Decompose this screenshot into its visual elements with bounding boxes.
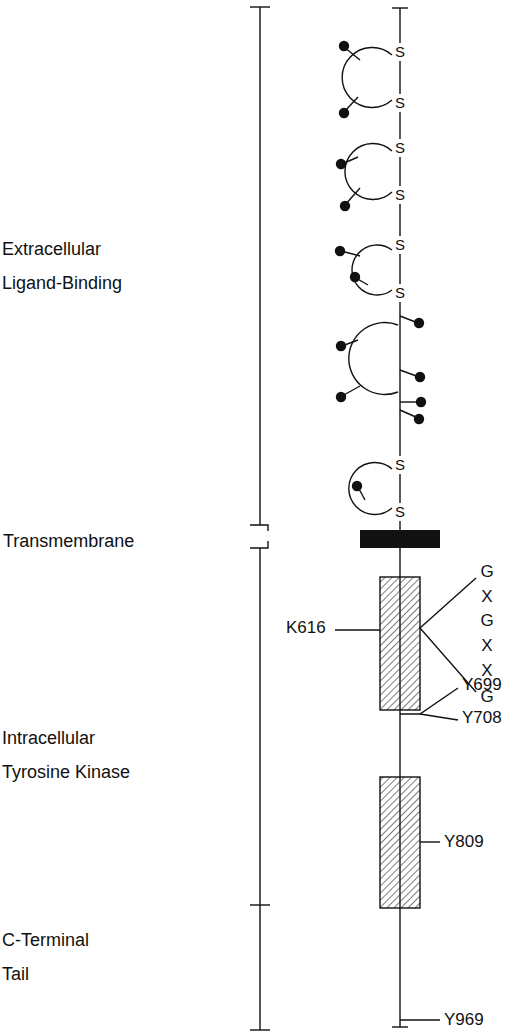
transmembrane-bar (360, 530, 440, 548)
disulfide-label: S (393, 94, 407, 112)
residue-label: Y699 (462, 676, 512, 694)
ig-loop (345, 144, 392, 200)
ig-loop (352, 245, 392, 295)
leader-line (420, 714, 458, 720)
end-tick (392, 7, 408, 8)
leader-line (400, 688, 458, 714)
disulfide-label: S (393, 43, 407, 61)
motif-letter: G (478, 563, 496, 581)
leader-line (420, 841, 440, 842)
leader-lines (335, 578, 476, 1020)
domain-brackets (250, 7, 270, 1030)
leader-line (400, 1019, 440, 1020)
residue-label: Y969 (444, 1011, 494, 1029)
disulfide-label: S (393, 236, 407, 254)
disulfide-label: S (393, 186, 407, 204)
ig-loop (349, 323, 398, 395)
ig-loop (342, 47, 392, 107)
bracket-line (259, 7, 260, 525)
residue-label: Y809 (444, 833, 494, 851)
kinase-domain (380, 777, 420, 908)
domain-label: Extracellular Ligand-Binding (2, 232, 162, 300)
ig-loop (349, 463, 392, 515)
motif-letter: X (478, 588, 496, 606)
kinase-domain (380, 577, 420, 710)
disulfide-label: S (393, 456, 407, 474)
residue-label: Y708 (462, 709, 512, 727)
leader-line (420, 578, 476, 628)
motif-letter: X (478, 637, 496, 655)
residue-label: K616 (286, 619, 336, 637)
disulfide-label: S (393, 503, 407, 521)
glycosylation-sites (336, 42, 426, 501)
domain-label: C-Terminal Tail (2, 923, 102, 991)
leader-line (335, 629, 380, 630)
end-tick (392, 1026, 408, 1027)
bracket-notch (250, 525, 268, 548)
motif-letter: G (478, 612, 496, 630)
disulfide-label: S (393, 139, 407, 157)
disulfide-label: S (393, 284, 407, 302)
domain-label: Intracellular Tyrosine Kinase (2, 721, 162, 789)
bracket-tick (250, 6, 270, 7)
bracket-line (259, 548, 260, 905)
bracket-line (259, 905, 260, 1030)
bracket-tick (250, 1029, 270, 1030)
domain-label: Transmembrane (3, 524, 203, 558)
